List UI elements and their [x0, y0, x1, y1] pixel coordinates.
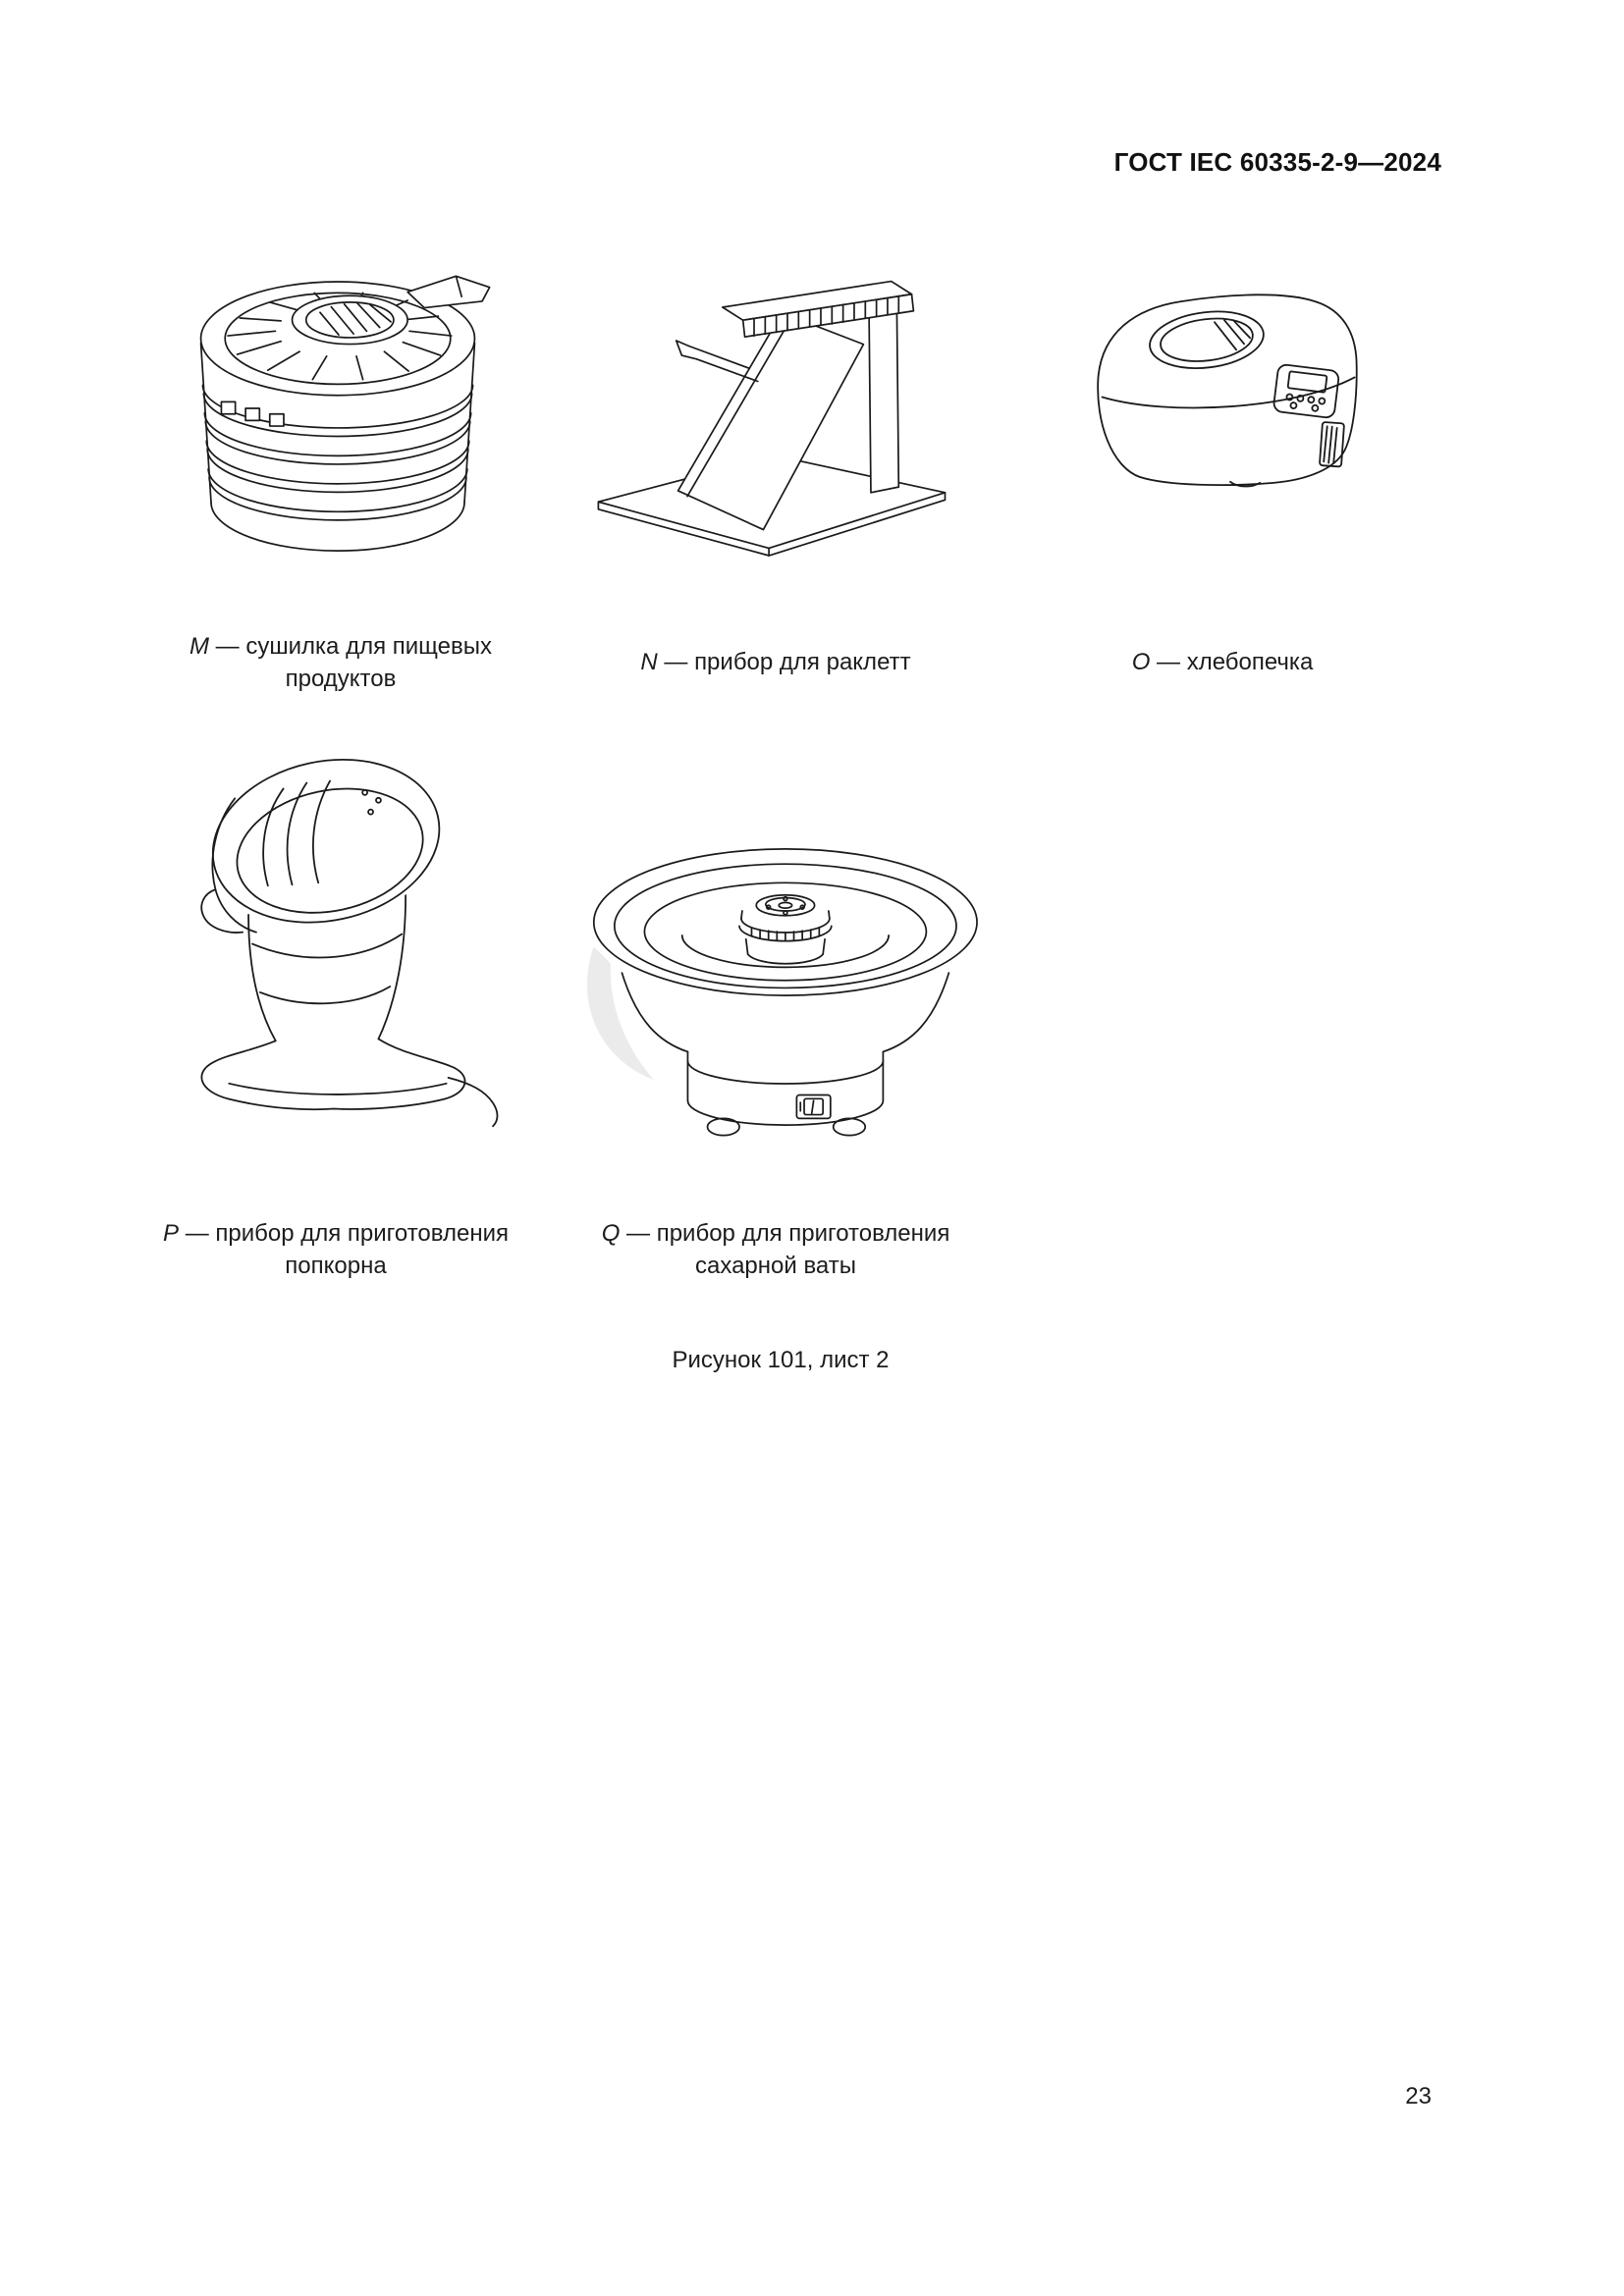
caption-separator: — [657, 649, 695, 675]
figure-letter: P [163, 1220, 180, 1247]
caption-separator: — [209, 633, 246, 660]
figure-label: прибор для приготовления попкорна [215, 1220, 509, 1279]
caption-separator: — [620, 1220, 657, 1247]
food-dehydrator-drawing [199, 275, 491, 552]
page-number: 23 [1405, 2083, 1432, 2109]
caption-separator: — [1150, 649, 1187, 675]
raclette-appliance-drawing [597, 280, 947, 557]
figure-caption-o: O — хлебопечка [1046, 646, 1399, 678]
drop-shadow [586, 946, 654, 1081]
cotton-candy-maker-drawing [586, 848, 978, 1137]
sheet-caption: Рисунок 101, лист 2 [672, 1347, 890, 1373]
figure-label: прибор для приготовления сахарной ваты [656, 1220, 950, 1279]
bread-maker-drawing [1097, 294, 1358, 488]
figure-letter: N [640, 649, 658, 675]
figure-caption-q: Q — прибор для приготовления сахарной ва… [589, 1217, 962, 1282]
figure-letter: Q [601, 1220, 621, 1247]
figure-letter: O [1131, 649, 1151, 675]
popcorn-maker-drawing [200, 759, 499, 1128]
figure-caption-p: P — прибор для приготовления попкорна [149, 1217, 522, 1282]
figure-caption-m: M — сушилка для пищевых продуктов [179, 630, 503, 695]
page-header: ГОСТ IEC 60335-2-9—2024 [1113, 147, 1441, 177]
figure-caption-n: N — прибор для раклетт [589, 646, 962, 678]
figure-letter: M [189, 633, 210, 660]
caption-separator: — [179, 1220, 216, 1247]
figure-label: хлебопечка [1186, 649, 1314, 675]
figure-label: прибор для раклетт [694, 649, 911, 675]
figure-label: сушилка для пищевых продуктов [245, 633, 492, 692]
